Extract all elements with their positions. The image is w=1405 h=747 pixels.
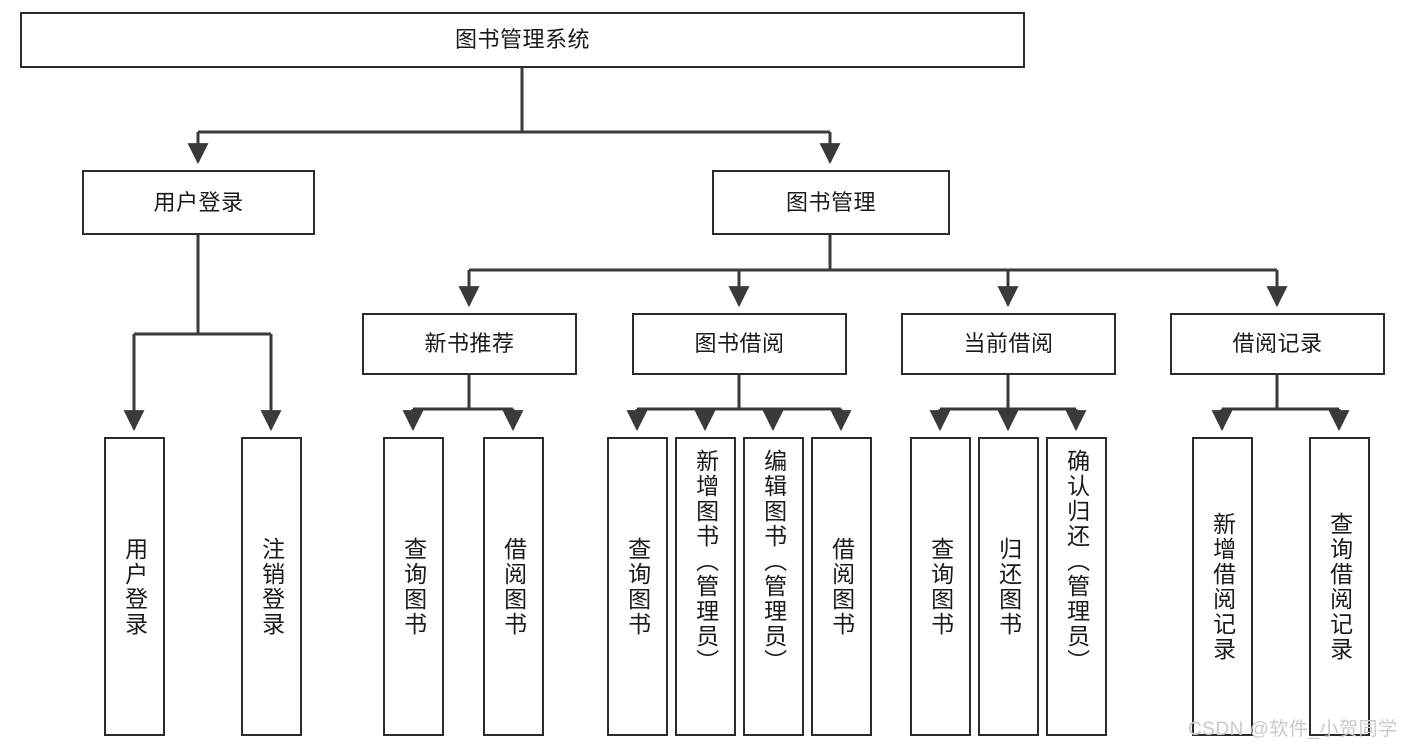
node-leaf-borrow-add-label: 新增图书（管理员） bbox=[692, 449, 719, 674]
node-leaf-borrow-edit[interactable]: 编辑图书（管理员） bbox=[743, 437, 804, 736]
node-leaf-record-query[interactable]: 查询借阅记录 bbox=[1309, 437, 1370, 736]
node-leaf-borrow-add[interactable]: 新增图书（管理员） bbox=[675, 437, 736, 736]
node-root[interactable]: 图书管理系统 bbox=[20, 12, 1025, 68]
node-current-borrow[interactable]: 当前借阅 bbox=[901, 313, 1116, 375]
node-leaf-user-logout[interactable]: 注销登录 bbox=[241, 437, 302, 736]
node-leaf-current-return[interactable]: 归还图书 bbox=[978, 437, 1039, 736]
node-leaf-current-confirm-label: 确认归还（管理员） bbox=[1063, 449, 1090, 674]
node-leaf-record-query-label: 查询借阅记录 bbox=[1326, 511, 1353, 662]
node-leaf-borrow-query-label: 查询图书 bbox=[624, 536, 651, 637]
node-current-borrow-label: 当前借阅 bbox=[963, 331, 1054, 357]
node-new-book-rec-label: 新书推荐 bbox=[424, 331, 515, 357]
node-book-borrow[interactable]: 图书借阅 bbox=[632, 313, 847, 375]
node-book-borrow-label: 图书借阅 bbox=[694, 331, 785, 357]
node-new-book-rec[interactable]: 新书推荐 bbox=[362, 313, 577, 375]
node-leaf-rec-borrow-label: 借阅图书 bbox=[500, 536, 527, 637]
node-book-manage-label: 图书管理 bbox=[785, 189, 876, 215]
node-leaf-record-add[interactable]: 新增借阅记录 bbox=[1192, 437, 1253, 736]
node-root-label: 图书管理系统 bbox=[454, 27, 590, 53]
node-leaf-borrow-lend-label: 借阅图书 bbox=[828, 536, 855, 637]
node-leaf-user-login[interactable]: 用户登录 bbox=[104, 437, 165, 736]
node-leaf-current-query-label: 查询图书 bbox=[927, 536, 954, 637]
node-leaf-user-login-label: 用户登录 bbox=[121, 536, 148, 637]
node-leaf-record-add-label: 新增借阅记录 bbox=[1209, 511, 1236, 662]
node-leaf-borrow-query[interactable]: 查询图书 bbox=[607, 437, 668, 736]
node-user-login[interactable]: 用户登录 bbox=[82, 170, 315, 235]
node-leaf-current-query[interactable]: 查询图书 bbox=[910, 437, 971, 736]
node-leaf-rec-query-label: 查询图书 bbox=[400, 536, 427, 637]
node-book-manage[interactable]: 图书管理 bbox=[712, 170, 950, 235]
node-user-login-label: 用户登录 bbox=[153, 189, 244, 215]
node-leaf-rec-query[interactable]: 查询图书 bbox=[383, 437, 444, 736]
node-leaf-borrow-lend[interactable]: 借阅图书 bbox=[811, 437, 872, 736]
node-leaf-current-confirm[interactable]: 确认归还（管理员） bbox=[1046, 437, 1107, 736]
node-leaf-borrow-edit-label: 编辑图书（管理员） bbox=[760, 449, 787, 674]
node-borrow-record[interactable]: 借阅记录 bbox=[1170, 313, 1385, 375]
node-leaf-rec-borrow[interactable]: 借阅图书 bbox=[483, 437, 544, 736]
node-leaf-current-return-label: 归还图书 bbox=[995, 536, 1022, 637]
node-borrow-record-label: 借阅记录 bbox=[1232, 331, 1323, 357]
csdn-watermark: CSDN @软件_小贺同学 bbox=[1188, 719, 1398, 740]
node-leaf-user-logout-label: 注销登录 bbox=[258, 536, 285, 637]
